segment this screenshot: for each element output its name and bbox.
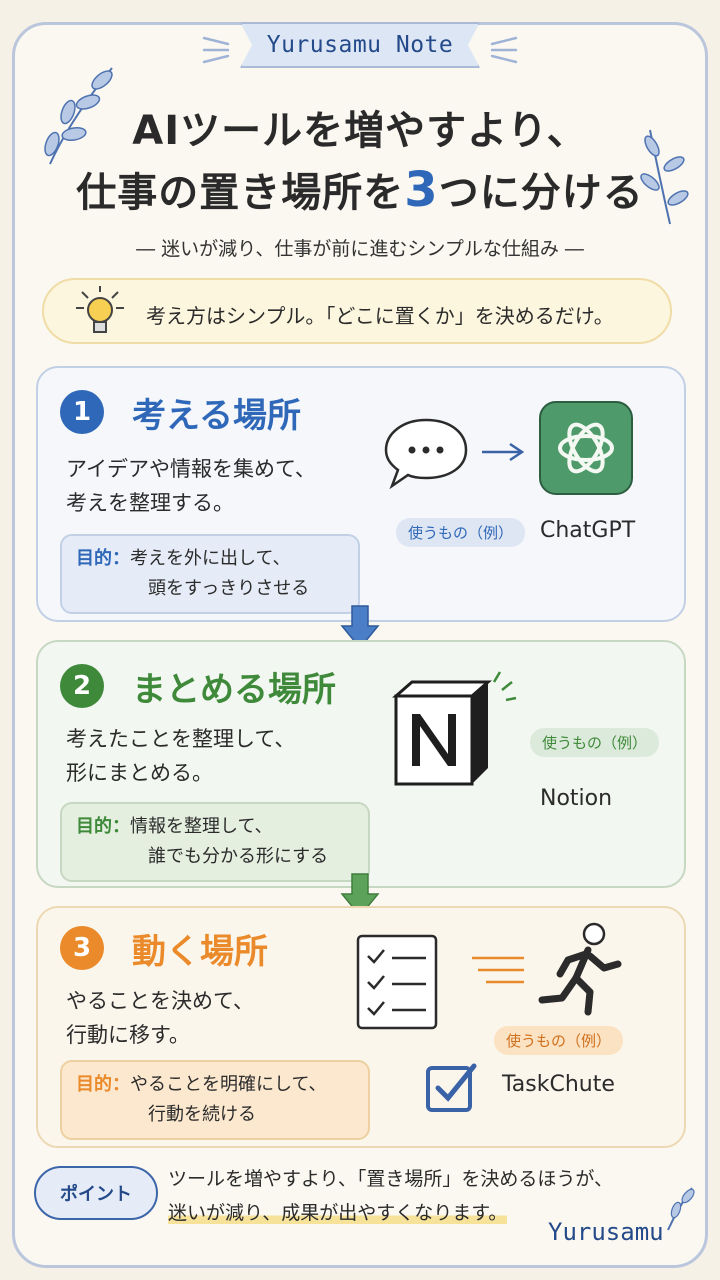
purpose-line: 行動を続ける xyxy=(148,1104,256,1125)
arrow-down-icon xyxy=(340,605,380,650)
section-number-badge: 1 xyxy=(60,390,104,434)
notion-logo-icon xyxy=(392,671,517,786)
section-number-badge: 3 xyxy=(60,926,104,970)
purpose-label: 目的： xyxy=(76,1074,130,1095)
title-line-2: 仕事の置き場所を3つに分ける xyxy=(40,160,680,218)
hint-text: 考え方はシンプル。「どこに置くか」を決めるだけ。 xyxy=(146,304,614,328)
tool-name: ChatGPT xyxy=(540,518,636,543)
point-line-highlighted: 迷いが減り、成果が出やすくなります。 xyxy=(168,1202,508,1224)
tools-example-tag: 使うもの（例） xyxy=(396,518,526,547)
purpose-line: 情報を整理して、 xyxy=(130,816,273,837)
purpose-line: やることを明確にして、 xyxy=(130,1074,327,1095)
sparkle-icon xyxy=(490,36,518,64)
tool-name: TaskChute xyxy=(502,1072,615,1097)
description-line: 考えたことを整理して、 xyxy=(66,727,296,751)
section-description: やることを決めて、 行動に移す。 xyxy=(66,984,254,1052)
section-description: アイデアや情報を集めて、 考えを整理する。 xyxy=(66,452,316,520)
section-title: 動く場所 xyxy=(132,932,268,972)
arrow-down-icon xyxy=(340,873,380,918)
checkbox-checked-icon xyxy=(426,1063,477,1112)
section-number-badge: 2 xyxy=(60,664,104,708)
purpose-label: 目的： xyxy=(76,816,130,837)
title-text: 仕事の置き場所を xyxy=(76,170,405,216)
checklist-icon xyxy=(356,934,438,1030)
subtitle: ― 迷いが減り、仕事が前に進むシンプルな仕組み ― xyxy=(136,238,584,260)
purpose-box: 目的：情報を整理して、 誰でも分かる形にする xyxy=(60,802,370,882)
description-line: 形にまとめる。 xyxy=(66,761,213,785)
lightbulb-icon xyxy=(76,286,124,333)
arrow-right-icon xyxy=(482,442,525,462)
purpose-line: 頭をすっきりさせる xyxy=(148,578,310,599)
point-line: ツールを増やすより、「置き場所」を決めるほうが、 xyxy=(168,1168,613,1190)
title-text: つに分ける xyxy=(438,170,644,216)
signature: Yurusamu xyxy=(548,1218,664,1246)
sparkle-icon xyxy=(202,36,230,64)
description-line: やることを決めて、 xyxy=(66,989,254,1013)
description-line: アイデアや情報を集めて、 xyxy=(66,457,316,481)
leaf-sprig-icon xyxy=(640,129,689,225)
point-text: ツールを増やすより、「置き場所」を決めるほうが、 迷いが減り、成果が出やすくなり… xyxy=(168,1162,613,1230)
title-line-1: AIツールを増やすより、 xyxy=(132,108,588,154)
purpose-box: 目的：やることを明確にして、 行動を続ける xyxy=(60,1060,370,1140)
purpose-box: 目的：考えを外に出して、 頭をすっきりさせる xyxy=(60,534,360,614)
section-title: まとめる場所 xyxy=(132,670,336,710)
leaf-sprig-icon xyxy=(667,1187,695,1231)
section-card-organize: 2 まとめる場所 考えたことを整理して、 形にまとめる。 目的：情報を整理して、… xyxy=(36,640,686,888)
description-line: 考えを整理する。 xyxy=(66,491,234,515)
leaf-sprig-icon xyxy=(44,67,113,165)
point-badge: ポイント xyxy=(34,1166,158,1220)
section-title: 考える場所 xyxy=(132,396,301,436)
purpose-line: 誰でも分かる形にする xyxy=(148,846,329,867)
title-number: 3 xyxy=(404,162,439,218)
speech-bubble-icon xyxy=(384,418,468,490)
hint-box: 考え方はシンプル。「どこに置くか」を決めるだけ。 xyxy=(42,278,672,344)
purpose-label: 目的： xyxy=(76,548,130,569)
section-card-think: 1 考える場所 アイデアや情報を集めて、 考えを整理する。 目的：考えを外に出し… xyxy=(36,366,686,622)
section-description: 考えたことを整理して、 形にまとめる。 xyxy=(66,722,295,790)
tools-example-tag: 使うもの（例） xyxy=(494,1026,624,1055)
chatgpt-logo-icon xyxy=(539,401,633,495)
brand-ribbon: Yurusamu Note xyxy=(240,22,480,68)
tool-name: Notion xyxy=(540,786,613,811)
purpose-line: 考えを外に出して、 xyxy=(130,548,291,569)
tools-example-tag: 使うもの（例） xyxy=(530,728,660,757)
speed-lines-icon xyxy=(472,956,524,984)
description-line: 行動に移す。 xyxy=(66,1023,190,1047)
section-card-act: 3 動く場所 やることを決めて、 行動に移す。 目的：やることを明確にして、 行… xyxy=(36,906,686,1148)
running-person-icon xyxy=(538,922,622,1016)
